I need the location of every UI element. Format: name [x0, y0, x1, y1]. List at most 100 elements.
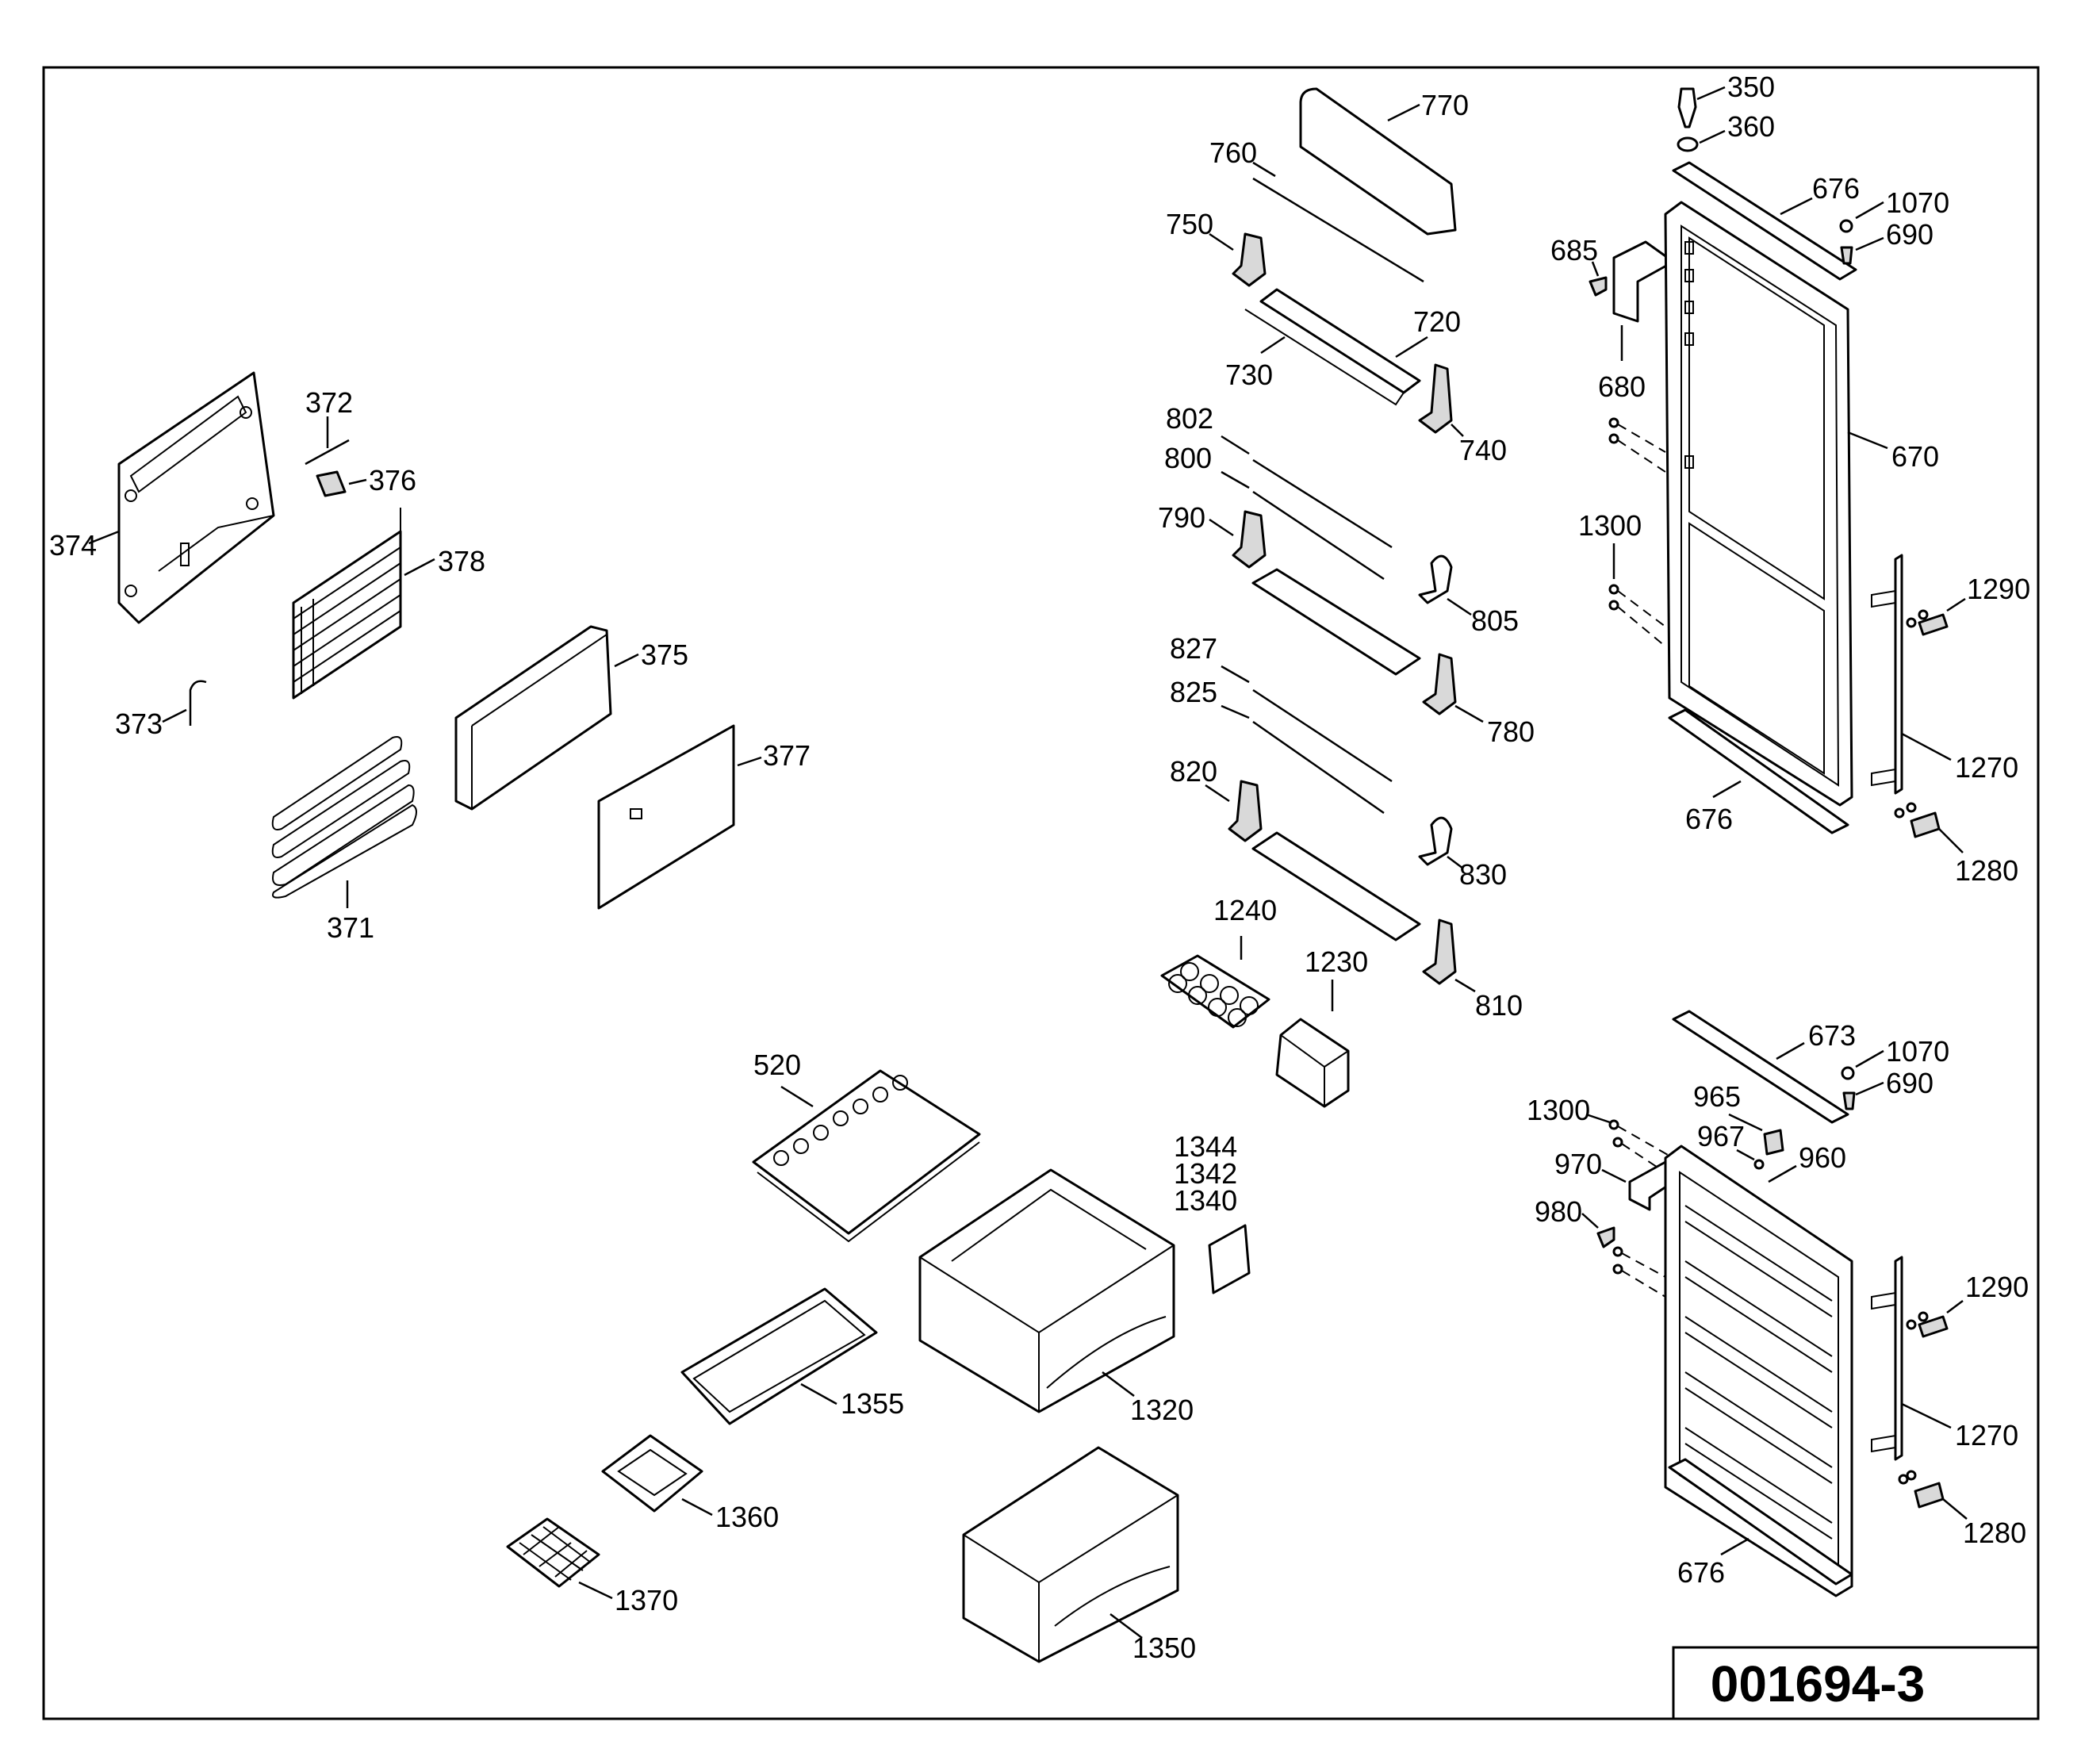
part-1340-card — [1208, 1224, 1251, 1294]
label-375: 375 — [641, 638, 688, 671]
part-1070-cap — [1839, 219, 1853, 233]
part-520-shelf — [752, 1069, 981, 1243]
part-720-shelf — [1244, 288, 1421, 406]
label-376: 376 — [369, 464, 416, 497]
part-1230-box — [1275, 1018, 1350, 1108]
label-1280-low: 1280 — [1963, 1517, 2026, 1549]
part-825-rod — [1252, 720, 1385, 815]
part-1270-handle-low — [1871, 1256, 1903, 1461]
part-360-washer — [1677, 136, 1699, 152]
diagram-frame — [42, 66, 2040, 1720]
label-980: 980 — [1535, 1195, 1582, 1228]
label-1355: 1355 — [841, 1387, 904, 1420]
label-802: 802 — [1166, 402, 1213, 435]
label-760: 760 — [1209, 136, 1257, 169]
part-371-heater — [271, 736, 417, 899]
part-676-bottom — [1668, 1458, 1853, 1586]
label-1280-top: 1280 — [1955, 854, 2018, 887]
label-830: 830 — [1459, 858, 1507, 891]
label-720: 720 — [1413, 305, 1461, 338]
label-1070-low: 1070 — [1886, 1035, 1949, 1068]
label-1230: 1230 — [1305, 945, 1368, 978]
label-676-mid: 676 — [1685, 803, 1733, 835]
label-690-top: 690 — [1886, 218, 1933, 251]
part-680-hinge — [1612, 240, 1675, 323]
label-750: 750 — [1166, 208, 1213, 240]
part-1360-tray — [601, 1434, 703, 1513]
label-350: 350 — [1727, 71, 1775, 103]
label-680: 680 — [1598, 370, 1646, 403]
code-box — [1672, 1646, 2040, 1720]
part-378-evaporator — [292, 508, 402, 700]
part-1320-drawer — [918, 1168, 1175, 1413]
part-676-top — [1672, 161, 1857, 281]
label-770: 770 — [1421, 89, 1469, 121]
label-360: 360 — [1727, 110, 1775, 143]
diagram-code: 001694-3 — [1711, 1655, 1925, 1712]
part-750-bracket — [1232, 232, 1267, 287]
part-760-rod — [1252, 177, 1424, 283]
label-825: 825 — [1170, 676, 1217, 708]
part-1290-cap-low — [1918, 1315, 1949, 1338]
label-1290-low: 1290 — [1965, 1271, 2029, 1303]
part-373-tube — [189, 680, 207, 726]
part-1070-cap-low — [1841, 1066, 1855, 1080]
label-1370: 1370 — [615, 1584, 678, 1616]
part-827-rod — [1252, 688, 1393, 783]
label-374: 374 — [49, 529, 97, 562]
part-800-rod — [1252, 490, 1385, 581]
part-805-clip — [1418, 554, 1453, 604]
part-780-bracket — [1422, 653, 1457, 715]
part-350-bolt — [1677, 87, 1697, 128]
label-1320: 1320 — [1130, 1394, 1194, 1426]
label-373: 373 — [115, 708, 163, 740]
part-802-rod — [1252, 458, 1393, 549]
part-1370-ice-tray — [506, 1517, 600, 1588]
part-1355-tray — [680, 1287, 878, 1425]
label-676-top: 676 — [1812, 172, 1860, 205]
label-1270-low: 1270 — [1955, 1419, 2018, 1451]
part-690-screw — [1840, 246, 1853, 265]
part-676-mid — [1668, 708, 1849, 834]
label-690-low: 690 — [1886, 1067, 1933, 1099]
part-980-knob — [1596, 1226, 1615, 1248]
label-967: 967 — [1697, 1120, 1745, 1152]
label-1240: 1240 — [1213, 894, 1277, 926]
label-371: 371 — [327, 911, 374, 944]
label-800: 800 — [1164, 442, 1212, 474]
part-shelf-mid — [1251, 568, 1421, 676]
label-673: 673 — [1808, 1019, 1856, 1052]
part-790-bracket — [1232, 510, 1267, 569]
part-685-knob — [1589, 276, 1608, 297]
part-374-plate — [117, 371, 275, 624]
part-967-pin — [1753, 1159, 1765, 1170]
part-1280-cap-low — [1914, 1482, 1945, 1509]
label-1270-top: 1270 — [1955, 751, 2018, 784]
label-1360: 1360 — [715, 1501, 779, 1533]
label-685: 685 — [1550, 234, 1598, 267]
part-376-clip — [316, 470, 347, 497]
label-960: 960 — [1799, 1141, 1846, 1174]
label-1070-top: 1070 — [1886, 186, 1949, 219]
part-1270-handle — [1871, 554, 1903, 795]
label-377: 377 — [763, 739, 811, 772]
label-676-bottom: 676 — [1677, 1556, 1725, 1589]
part-770-bin — [1299, 87, 1457, 236]
part-377-panel — [597, 724, 735, 910]
label-1300-low: 1300 — [1527, 1094, 1590, 1126]
part-1280-cap — [1910, 811, 1941, 838]
label-780: 780 — [1487, 715, 1535, 748]
part-shelf-low — [1251, 831, 1421, 941]
part-965-block — [1763, 1129, 1784, 1156]
label-1350: 1350 — [1132, 1632, 1196, 1664]
label-1342: 1342 — [1174, 1157, 1237, 1190]
part-740-bracket — [1418, 363, 1453, 434]
label-740: 740 — [1459, 434, 1507, 466]
part-1290-cap — [1918, 613, 1949, 636]
label-730: 730 — [1225, 359, 1273, 391]
label-810: 810 — [1475, 989, 1523, 1022]
part-830-clip — [1418, 816, 1453, 866]
part-372-pin — [305, 439, 350, 466]
part-673-bar — [1672, 1010, 1849, 1124]
